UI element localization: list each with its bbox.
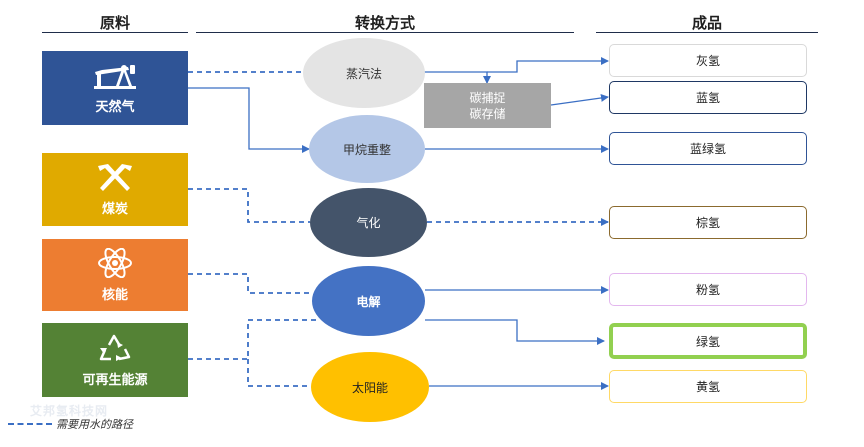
product-pink-label: 粉氢 <box>695 283 720 297</box>
product-green-label: 绿氢 <box>695 334 720 349</box>
carbon-capture-storage-box: 碳捕捉 碳存储 <box>424 83 551 128</box>
dashed-path-coal-gasify <box>188 188 310 223</box>
product-brown-label: 棕氢 <box>695 216 720 230</box>
product-brown-hydrogen: 棕氢 <box>609 206 807 239</box>
header-divider-method <box>196 32 574 33</box>
path-steam-ccs <box>424 71 491 84</box>
product-blue-label: 蓝氢 <box>695 91 720 105</box>
recycle-icon <box>99 334 131 361</box>
header-raw-materials: 原料 <box>99 14 130 32</box>
method-gasification: 气化 <box>310 188 427 257</box>
header-divider-raw <box>42 32 188 33</box>
oil-pump-icon <box>94 64 136 89</box>
source-nuclear: 核能 <box>42 239 188 311</box>
method-solar-label: 太阳能 <box>351 380 388 395</box>
header-products: 成品 <box>691 14 722 32</box>
path-ccs-blue <box>550 94 609 106</box>
source-nuclear-label: 核能 <box>101 287 128 303</box>
method-electrolysis: 电解 <box>312 266 425 336</box>
path-gas-smr <box>188 87 310 153</box>
source-renewable: 可再生能源 <box>42 323 188 397</box>
method-steam: 蒸汽法 <box>303 38 425 108</box>
dashed-path-nuclear-electrolysis <box>188 273 312 294</box>
product-blue-green-hydrogen: 蓝绿氢 <box>609 132 807 165</box>
path-electrolysis-green <box>425 319 605 345</box>
tools-icon <box>98 164 132 191</box>
header-divider-product <box>596 32 818 33</box>
legend-label: 需要用水的路径 <box>56 418 133 431</box>
product-grey-label: 灰氢 <box>695 54 720 68</box>
method-gasification-label: 气化 <box>356 216 381 230</box>
ccs-line-1: 碳捕捉 <box>469 90 506 105</box>
method-steam-label: 蒸汽法 <box>345 66 382 81</box>
header-conversion-method: 转换方式 <box>354 14 415 32</box>
atom-icon <box>98 247 132 278</box>
dashed-path-renewable-electrolysis <box>188 319 318 360</box>
source-natural-gas: 天然气 <box>42 51 188 125</box>
product-green-hydrogen: 绿氢 <box>609 323 807 359</box>
product-blue-green-label: 蓝绿氢 <box>689 142 726 156</box>
product-yellow-label: 黄氢 <box>695 380 720 394</box>
product-yellow-hydrogen: 黄氢 <box>609 370 807 403</box>
product-blue-hydrogen: 蓝氢 <box>609 81 807 114</box>
product-pink-hydrogen: 粉氢 <box>609 273 807 306</box>
source-renewable-label: 可再生能源 <box>82 372 148 388</box>
legend-dashed-line <box>8 423 52 425</box>
method-methane-reforming-label: 甲烷重整 <box>342 142 391 157</box>
watermark: 艾邦氢科技网 <box>30 404 109 418</box>
ccs-line-2: 碳存储 <box>469 106 506 121</box>
source-coal-label: 煤炭 <box>101 202 128 217</box>
source-natural-gas-label: 天然气 <box>95 99 135 115</box>
dashed-path-renewable-solar <box>247 359 311 387</box>
source-coal: 煤炭 <box>42 153 188 226</box>
method-electrolysis-label: 电解 <box>356 294 381 309</box>
product-grey-hydrogen: 灰氢 <box>609 44 807 77</box>
method-solar: 太阳能 <box>311 352 429 422</box>
path-steam-grey <box>487 57 609 73</box>
legend: 需要用水的路径 <box>8 416 133 432</box>
method-methane-reforming: 甲烷重整 <box>309 115 425 183</box>
